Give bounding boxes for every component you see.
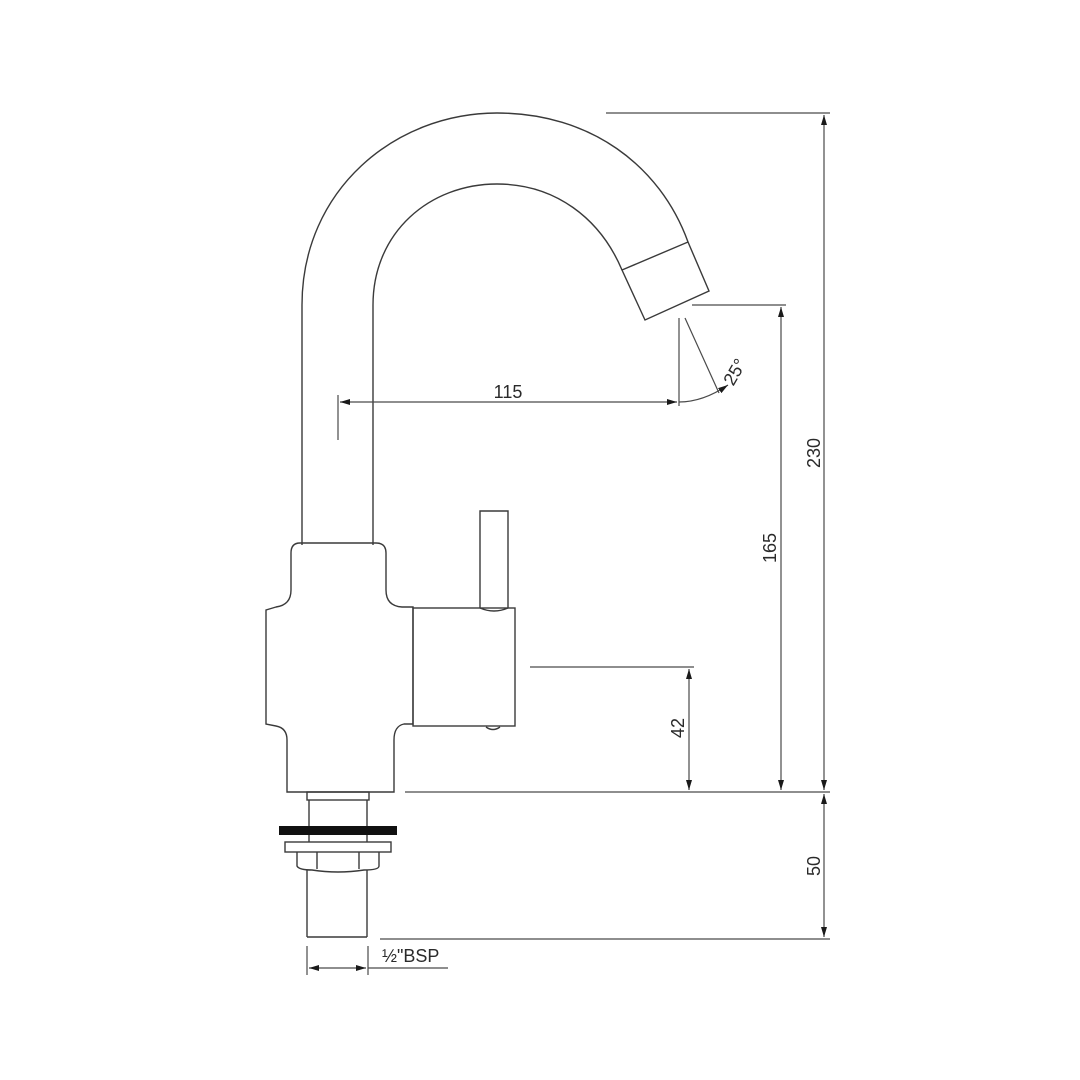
dim-overall-height: 230 [606, 112, 830, 790]
dim-label-230: 230 [804, 438, 824, 468]
dim-connection: ½"BSP [306, 946, 448, 975]
dim-spout-reach: 115 [337, 318, 680, 440]
dim-label-165: 165 [760, 533, 780, 563]
dim-lever-height: 42 [530, 666, 694, 790]
dim-label-42: 42 [668, 718, 688, 738]
mixer-body [265, 542, 414, 793]
dim-label-50: 50 [804, 856, 824, 876]
dim-label-bsp: ½"BSP [382, 946, 439, 966]
dim-label-115: 115 [494, 382, 523, 402]
back-nut [296, 852, 380, 873]
lever-handle [479, 510, 509, 612]
cartridge-housing [412, 607, 516, 731]
dim-label-25deg: 25° [719, 355, 750, 389]
tail-fixing [279, 791, 397, 938]
dim-spout-angle: 25° [678, 317, 750, 403]
spout [301, 112, 710, 545]
rubber-washer [279, 826, 397, 835]
dim-tail-length: 50 [380, 794, 830, 940]
dim-outlet-height: 165 [692, 304, 786, 790]
